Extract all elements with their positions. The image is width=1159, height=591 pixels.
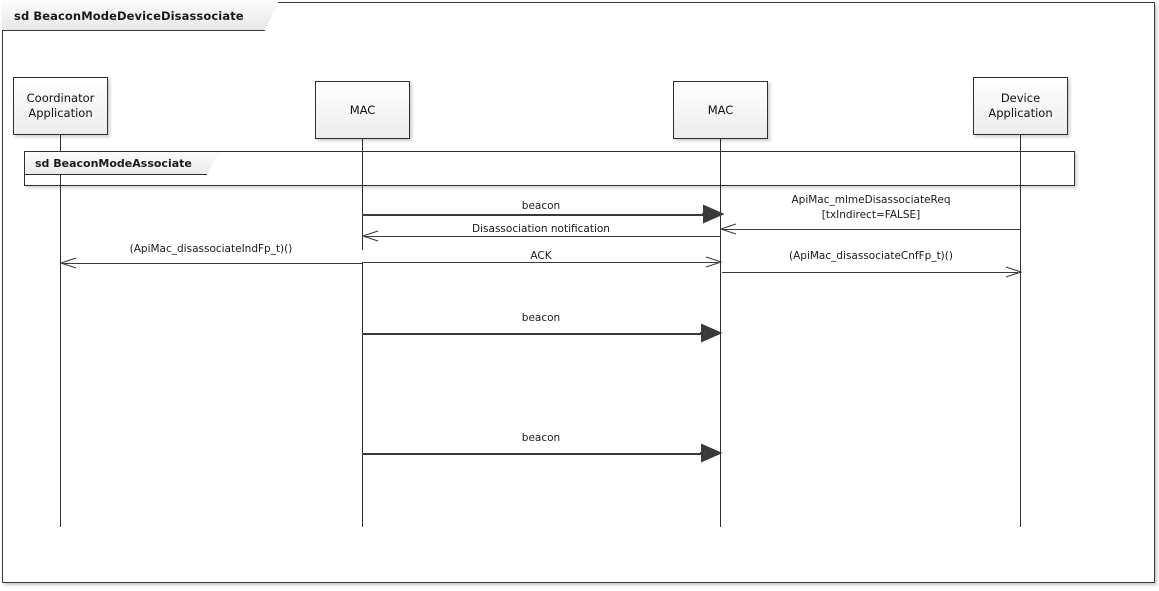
lifeline-label-line2: Application (988, 106, 1053, 120)
lifeline-device-application (1020, 133, 1021, 527)
message-line (722, 229, 1020, 230)
lifeline-coordinator-application (60, 133, 61, 527)
message-label: ApiMac_mlmeDisassociateReq (791, 194, 951, 206)
message-label: beacon (521, 432, 561, 444)
lifeline-coordinator-mac (362, 137, 363, 527)
message-line (722, 272, 1018, 273)
lifeline-head-device-mac[interactable]: MAC (673, 81, 768, 139)
message-line (364, 236, 720, 237)
message-line (362, 214, 714, 216)
message-label: Disassociation notification (472, 223, 610, 235)
message-label: (ApiMac_disassociateIndFp_t)() (129, 243, 293, 255)
lifeline-label-line1: MAC (707, 102, 734, 117)
message-line (362, 333, 712, 335)
lifeline-label-line1: Device (1000, 91, 1041, 105)
arrowhead-open-left-icon (720, 223, 737, 235)
lifeline-label-line1: MAC (349, 102, 376, 117)
arrowhead-open-right-icon (705, 256, 722, 268)
lifeline-head-coordinator-application[interactable]: Coordinator Application (13, 77, 108, 135)
nested-fragment-label: sd BeaconModeAssociate (24, 151, 219, 175)
message-label: (ApiMac_disassociateCnfFp_t)() (789, 250, 953, 262)
message-label: beacon (521, 312, 561, 324)
message-line (62, 263, 362, 264)
message-label-condition: [txIndirect=FALSE] (821, 209, 921, 221)
arrowhead-open-left-icon (60, 257, 77, 269)
arrowhead-solid-right-icon (700, 443, 722, 463)
message-line (362, 453, 712, 455)
lifeline-label-line1: Coordinator (26, 91, 95, 105)
arrowhead-solid-right-icon (702, 204, 724, 224)
lifeline-label-line2: Application (28, 106, 93, 120)
diagram-frame-label: sd BeaconModeDeviceDisassociate (2, 2, 279, 31)
message-line (362, 262, 718, 263)
message-label: beacon (521, 200, 561, 212)
message-label: ACK (362, 250, 720, 263)
lifeline-head-coordinator-mac[interactable]: MAC (315, 81, 410, 139)
diagram-frame (2, 2, 1155, 583)
lifeline-device-mac (720, 137, 721, 527)
arrowhead-open-right-icon (1005, 266, 1022, 278)
lifeline-head-device-application[interactable]: Device Application (973, 77, 1068, 135)
arrowhead-open-left-icon (362, 230, 379, 242)
arrowhead-solid-right-icon (700, 323, 722, 343)
